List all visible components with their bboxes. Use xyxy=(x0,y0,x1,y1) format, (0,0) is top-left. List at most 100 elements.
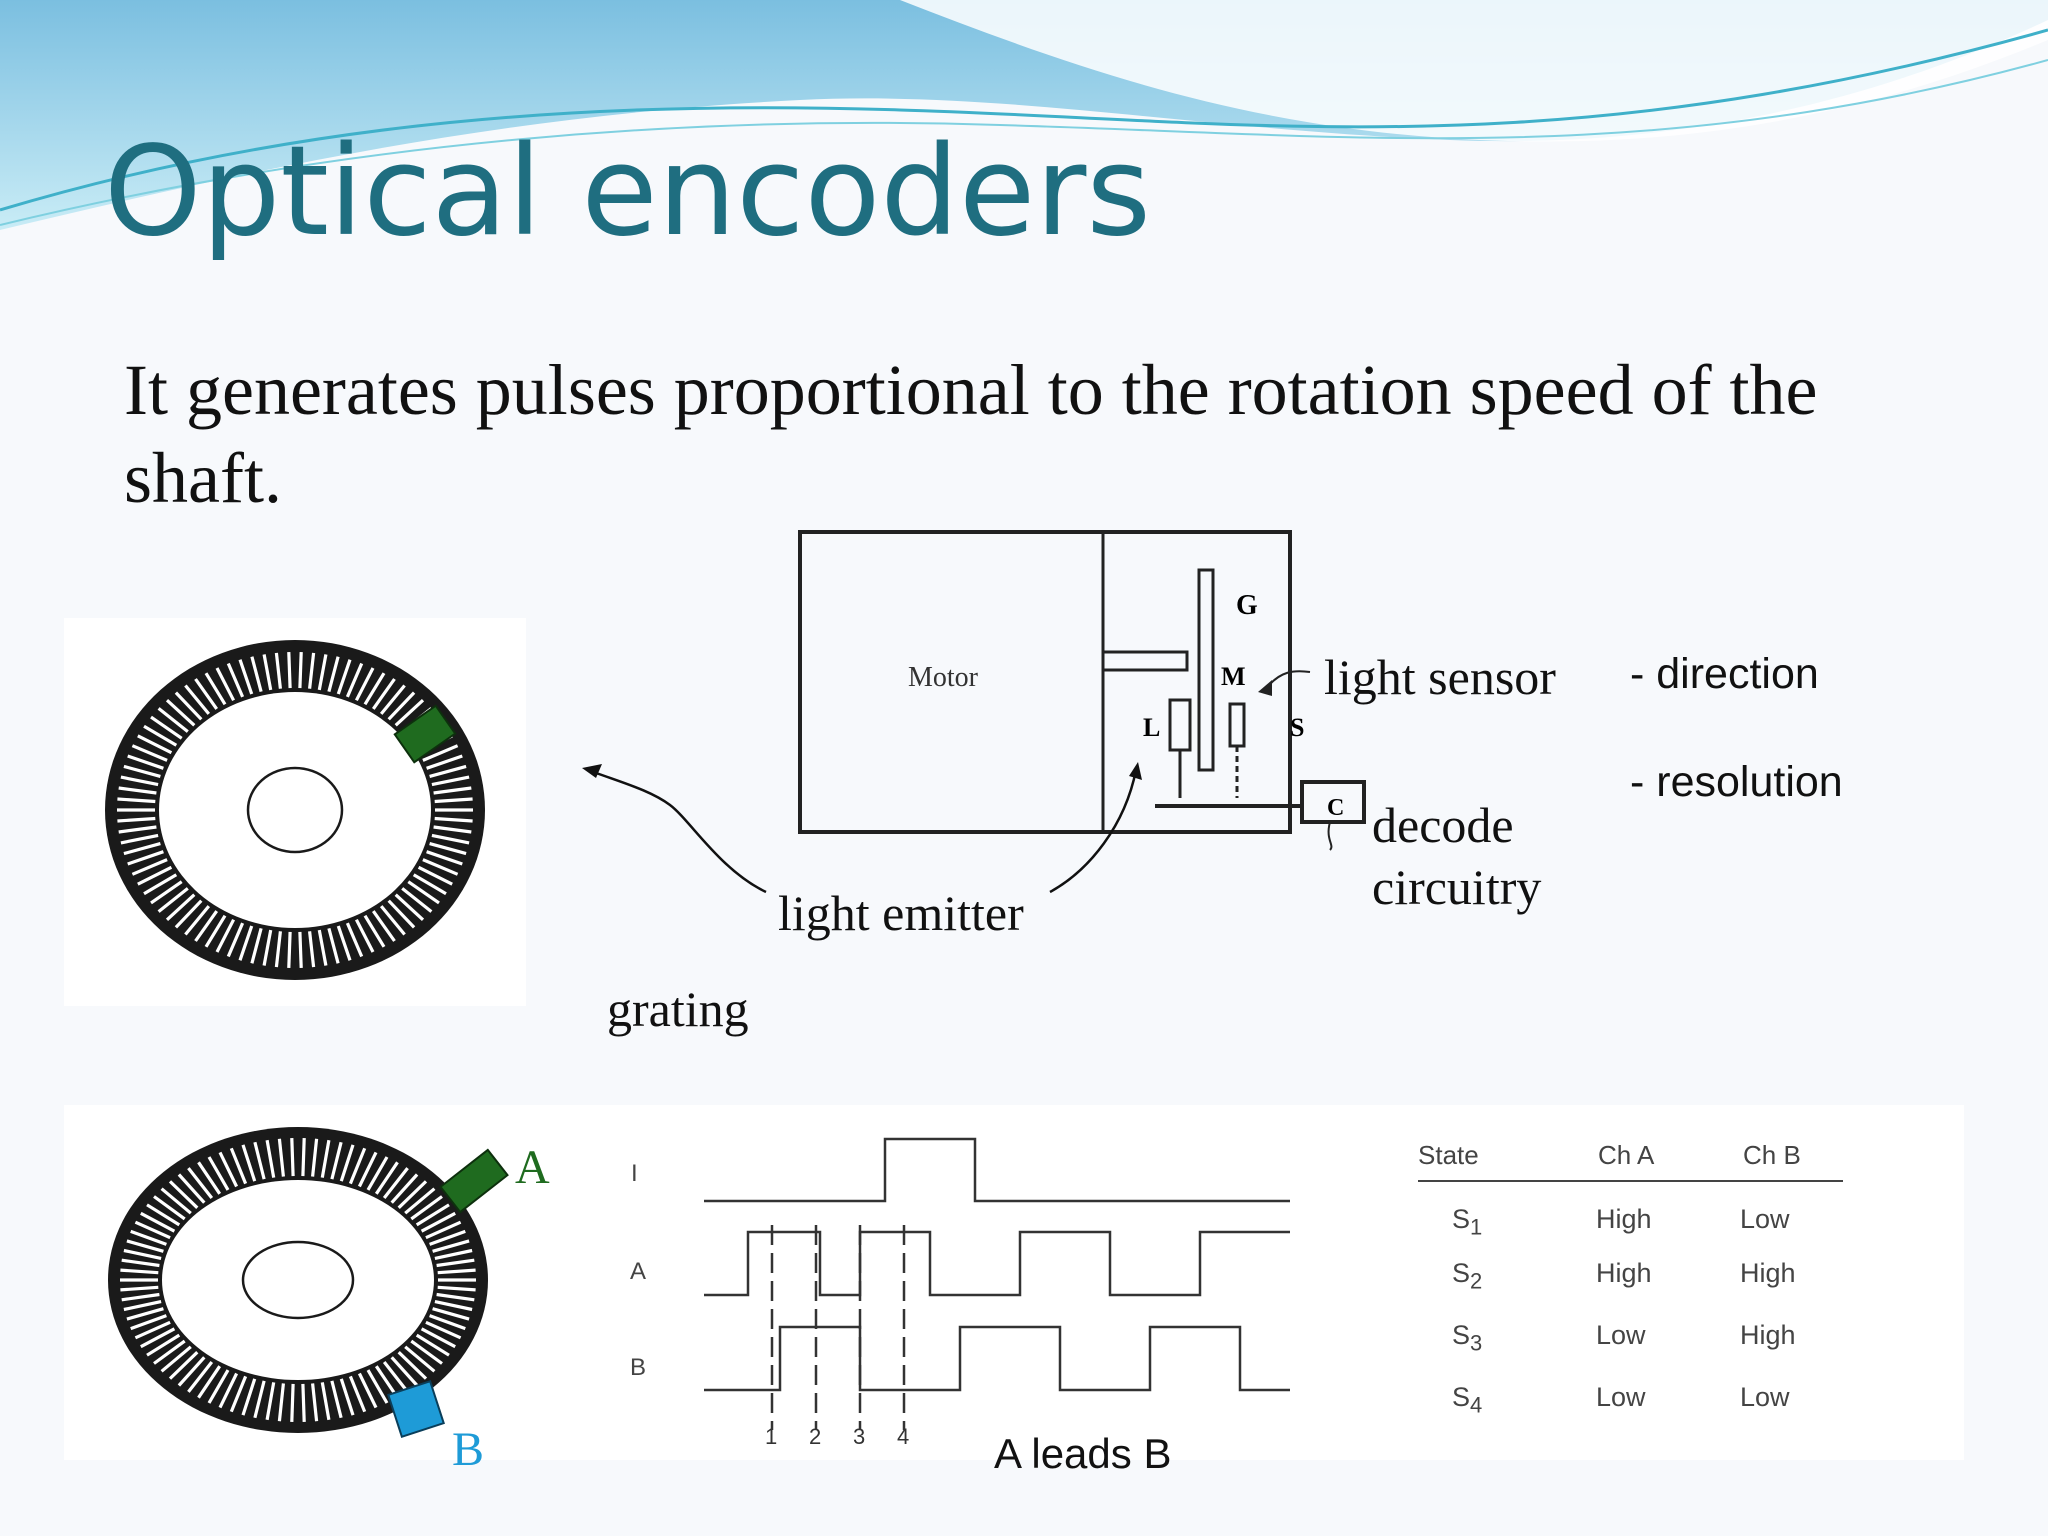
grating-slot xyxy=(287,652,292,689)
grating-slot xyxy=(407,880,440,905)
grating-slot xyxy=(287,931,292,968)
grating-slot xyxy=(339,1144,355,1182)
grating-slot xyxy=(177,1356,206,1387)
tick-1: 1 xyxy=(765,1424,778,1449)
decode-label-line1: decode xyxy=(1372,797,1514,853)
header-wave-decoration xyxy=(0,0,2048,230)
grating-slot xyxy=(432,1239,470,1253)
grating-slot xyxy=(150,880,183,905)
grating-slot xyxy=(390,1356,419,1387)
light-emitter-label: light emitter xyxy=(778,885,1024,941)
grating-slots-b xyxy=(120,1138,476,1422)
grating-slot xyxy=(387,899,416,929)
grating-slot xyxy=(415,1203,450,1227)
ch-b-cell: Low xyxy=(1740,1382,1790,1412)
slide-body-text: It generates pulses proportional to the … xyxy=(124,350,1818,518)
grating-slot xyxy=(184,905,211,936)
state-cell: S2 xyxy=(1452,1258,1483,1294)
grating-slot xyxy=(371,910,396,942)
grating-slot xyxy=(253,1380,266,1419)
quadrature-disk xyxy=(108,1127,509,1438)
grating-slot xyxy=(432,1307,470,1321)
grating-slot xyxy=(327,656,340,693)
wave-row-i: I xyxy=(631,1160,638,1187)
grating-slot xyxy=(127,754,164,770)
grating-slot xyxy=(153,1195,186,1221)
grating-slot xyxy=(397,1180,428,1209)
state-subscript: 3 xyxy=(1470,1330,1483,1356)
grating-slot xyxy=(437,1268,476,1275)
grating-slot xyxy=(229,1375,248,1413)
grating-slot xyxy=(134,1320,171,1340)
grating-slot xyxy=(177,1173,206,1204)
grating-slot xyxy=(394,893,425,921)
grating-slot xyxy=(371,678,396,710)
grating-slot xyxy=(339,1378,355,1416)
grating-slot xyxy=(131,858,168,876)
grating-slot xyxy=(308,931,316,968)
grating-slot xyxy=(429,764,467,778)
grating-slot xyxy=(354,918,375,953)
ch-b-cell: High xyxy=(1740,1320,1796,1350)
sensor-b-icon xyxy=(387,1380,445,1438)
sensor-block-icon xyxy=(393,704,457,764)
grating-slot xyxy=(425,1320,462,1340)
grating-slot xyxy=(410,1339,443,1365)
grating-slot xyxy=(366,1156,389,1191)
motor-label: Motor xyxy=(908,662,978,693)
grating-slot xyxy=(174,691,203,721)
grating-slot xyxy=(277,1138,285,1177)
grating-slot xyxy=(187,1167,214,1199)
grating-slot xyxy=(354,667,375,702)
grating-slot xyxy=(320,1139,331,1178)
grating-slot xyxy=(238,659,254,695)
grating-disk xyxy=(105,640,485,980)
grating-slot xyxy=(123,1300,162,1312)
grating-slot xyxy=(301,1383,306,1422)
note-direction: - direction xyxy=(1630,650,1819,698)
grating-slot xyxy=(348,1375,367,1413)
grating-slot xyxy=(434,1300,473,1312)
motor-schematic xyxy=(798,530,1366,851)
grating-slot xyxy=(382,1167,409,1199)
grating-slot xyxy=(434,797,473,804)
grating-slot xyxy=(390,1173,419,1204)
grating-slot xyxy=(150,715,183,740)
grating-slot xyxy=(431,775,470,787)
grating-slot xyxy=(422,744,459,762)
grating-slot xyxy=(308,652,316,689)
grating-slot xyxy=(420,1211,456,1233)
grating-slot xyxy=(204,914,227,948)
grating-slot xyxy=(118,825,157,834)
grating-slot xyxy=(374,1161,399,1195)
grating-slot xyxy=(218,1151,239,1188)
grating-slot xyxy=(253,1141,266,1180)
tick-3: 3 xyxy=(853,1424,866,1449)
label-s: S xyxy=(1290,713,1305,742)
grating-slot xyxy=(204,672,227,706)
grating-slot xyxy=(265,1382,276,1421)
grating-slot xyxy=(130,1229,167,1246)
grating-slot xyxy=(394,699,425,727)
grating-slot xyxy=(345,662,364,698)
grating-slot xyxy=(127,850,164,866)
grating-slot xyxy=(422,858,459,876)
grating-slot xyxy=(194,678,219,710)
label-l: L xyxy=(1143,713,1161,742)
grating-slot xyxy=(320,1382,331,1421)
grating-slot xyxy=(429,1229,466,1246)
grating-slot xyxy=(168,1180,199,1209)
grating-slot xyxy=(357,1372,378,1409)
grating-slot xyxy=(415,1333,450,1357)
grating-slot xyxy=(160,1187,192,1215)
grating-slot xyxy=(298,652,303,689)
grating-slot xyxy=(434,1248,473,1260)
state-cell: S3 xyxy=(1452,1320,1483,1356)
wave-row-a: A xyxy=(630,1258,647,1285)
grating-slot xyxy=(311,1383,319,1422)
grating-slot xyxy=(137,734,173,755)
sensor-a-icon xyxy=(439,1148,509,1214)
grating-slot xyxy=(157,707,189,733)
